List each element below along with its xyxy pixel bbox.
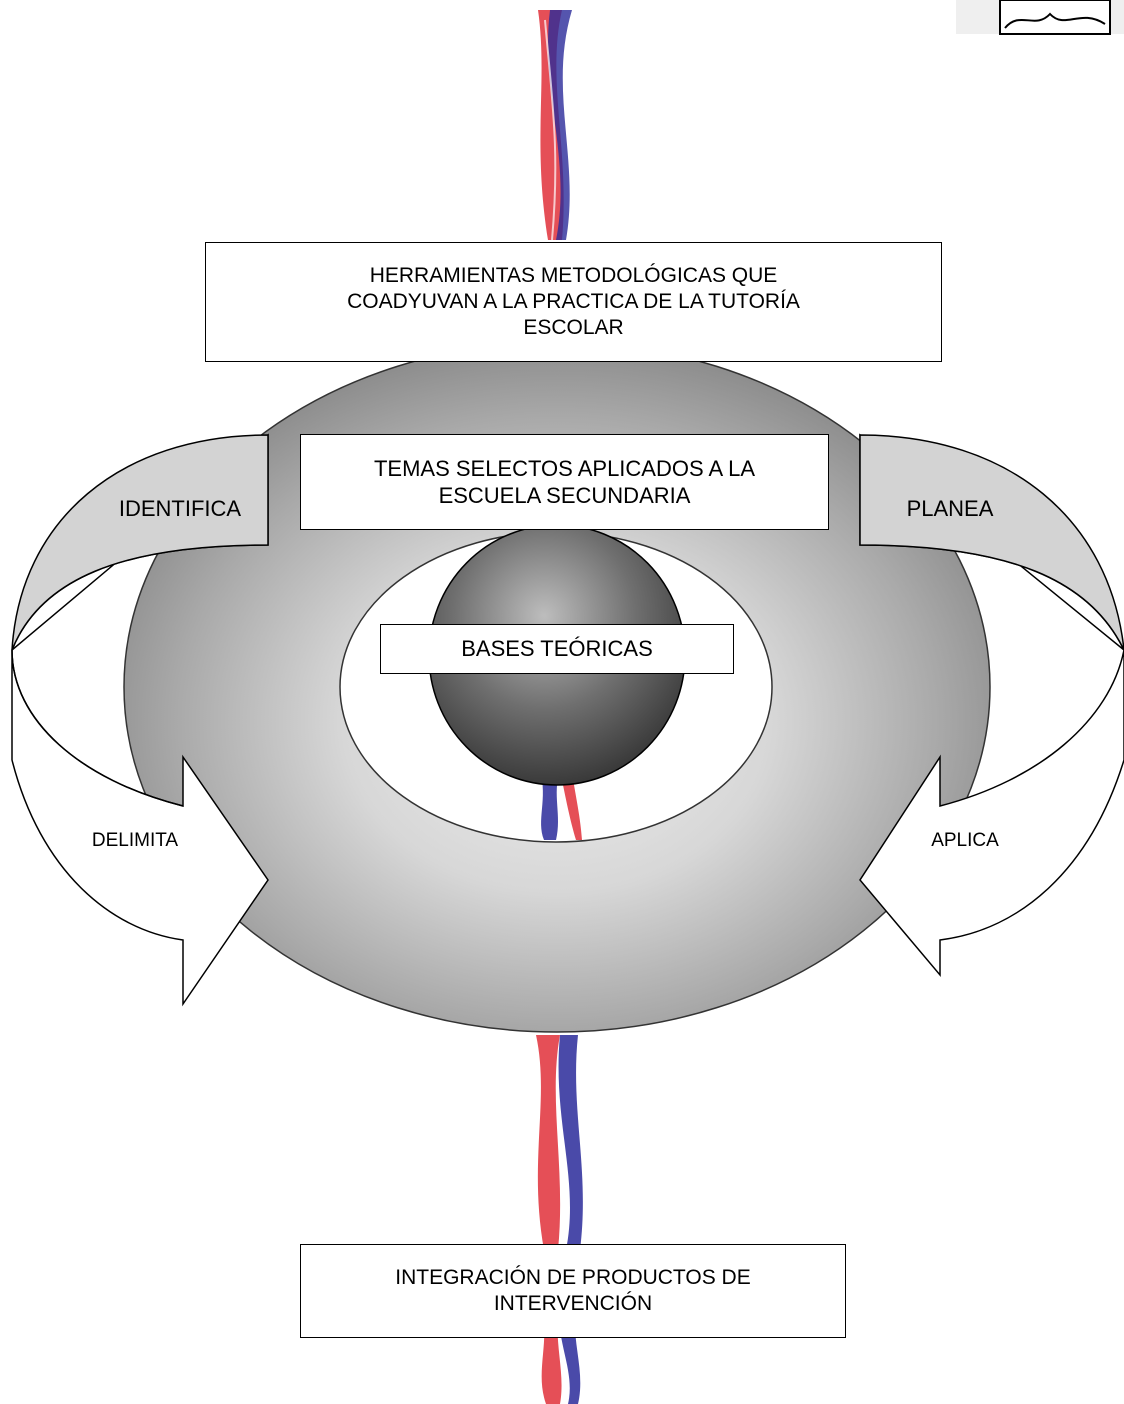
- bottom-box: INTEGRACIÓN DE PRODUCTOS DE INTERVENCIÓN: [300, 1244, 846, 1338]
- aplica-label: APLICA: [931, 830, 999, 851]
- delimita-label: DELIMITA: [91, 830, 179, 851]
- middle-box: TEMAS SELECTOS APLICADOS A LA ESCUELA SE…: [300, 434, 829, 530]
- left-arrow: [11, 433, 269, 1007]
- ribbon-top: [538, 10, 572, 241]
- ribbon-center: [540, 770, 582, 840]
- ribbon-bottom: [536, 1035, 583, 1404]
- planea-label: PLANEA: [906, 496, 994, 521]
- top-box: HERRAMIENTAS METODOLÓGICAS QUE COADYUVAN…: [205, 242, 942, 362]
- identifica-label: IDENTIFICA: [118, 496, 242, 521]
- center-box: BASES TEÓRICAS: [380, 624, 734, 674]
- logo-image: [956, 0, 1124, 35]
